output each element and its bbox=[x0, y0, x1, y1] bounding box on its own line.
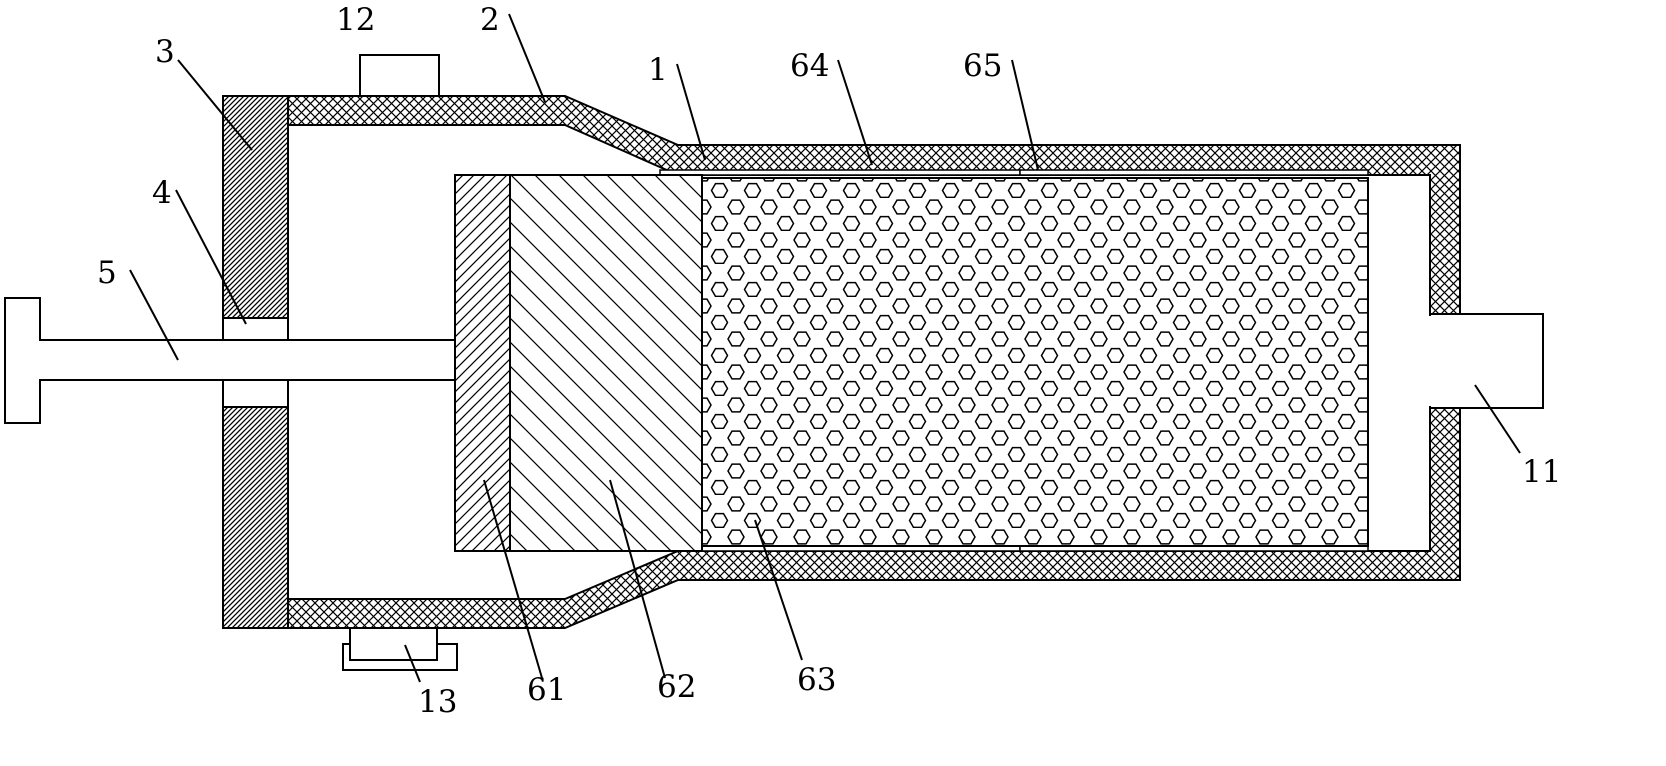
housing-wall bbox=[287, 95, 1461, 629]
label-12: 12 bbox=[336, 2, 375, 38]
label-11: 11 bbox=[1522, 454, 1561, 490]
label-64: 64 bbox=[790, 48, 829, 84]
sleeve-65 bbox=[1019, 169, 1369, 176]
porous-core-63 bbox=[701, 177, 1369, 547]
label-65: 65 bbox=[963, 48, 1002, 84]
label-61: 61 bbox=[527, 672, 566, 708]
label-5: 5 bbox=[97, 255, 117, 291]
outlet-11 bbox=[1429, 313, 1544, 409]
filter-layer-62 bbox=[509, 174, 703, 552]
label-62: 62 bbox=[657, 669, 696, 705]
piston-head-61 bbox=[454, 174, 511, 552]
label-4: 4 bbox=[152, 175, 172, 211]
label-1: 1 bbox=[648, 52, 668, 88]
label-63: 63 bbox=[797, 662, 836, 698]
top-port-12 bbox=[359, 54, 440, 98]
label-2: 2 bbox=[480, 2, 500, 38]
label-13: 13 bbox=[418, 684, 457, 720]
label-3: 3 bbox=[155, 34, 175, 70]
sleeve-64 bbox=[659, 169, 1021, 176]
